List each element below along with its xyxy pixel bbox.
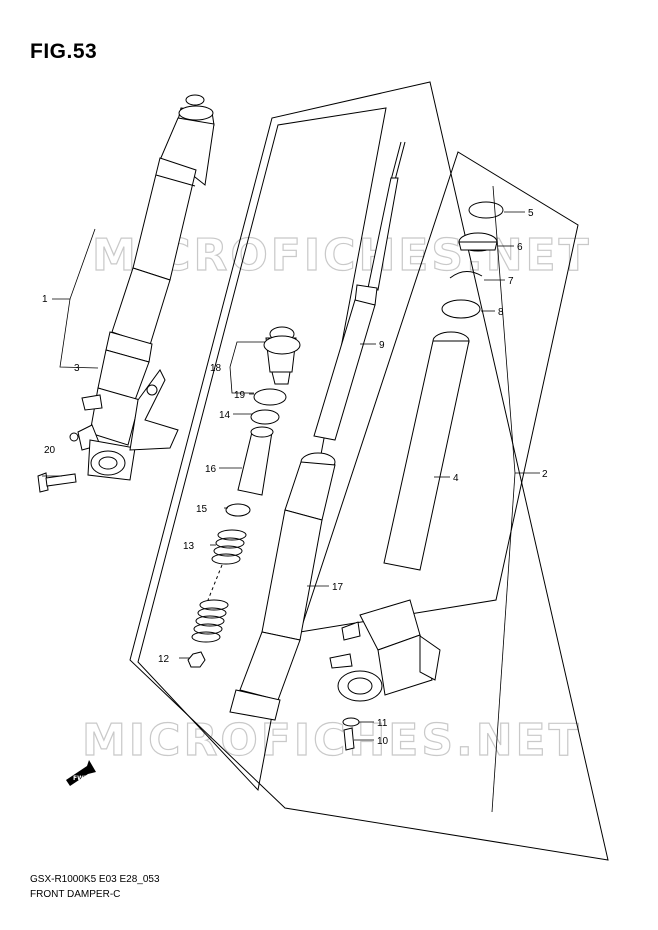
watermark-bottom: MICROFICHES.NET xyxy=(82,715,582,766)
callout-18: 18 xyxy=(210,363,222,374)
callout-labels: 1 2 3 4 5 6 7 8 9 10 11 12 13 14 15 16 1… xyxy=(42,208,548,747)
callout-7: 7 xyxy=(508,276,514,287)
rod-and-outer-tube xyxy=(229,141,406,721)
left-internal-parts xyxy=(187,326,301,668)
callout-1: 1 xyxy=(42,294,48,305)
assembly-frames xyxy=(129,81,609,861)
callout-13: 13 xyxy=(183,541,195,552)
left-fork-assembly xyxy=(37,94,215,493)
callout-2: 2 xyxy=(542,469,548,480)
callout-9: 9 xyxy=(379,340,385,351)
figure-title: FIG.53 xyxy=(30,40,98,63)
callout-11: 11 xyxy=(377,718,388,729)
callout-5: 5 xyxy=(528,208,534,219)
svg-text:FWD: FWD xyxy=(73,775,89,782)
right-fork-parts xyxy=(329,201,504,751)
fwd-arrow-icon: FWD xyxy=(66,760,96,786)
callout-10: 10 xyxy=(377,736,389,747)
callout-19: 19 xyxy=(234,390,246,401)
callout-12: 12 xyxy=(158,654,170,665)
spring-13 xyxy=(191,529,247,643)
callout-15: 15 xyxy=(196,504,208,515)
callout-4: 4 xyxy=(453,473,459,484)
callout-16: 16 xyxy=(205,464,217,475)
callout-17: 17 xyxy=(332,582,344,593)
callout-8: 8 xyxy=(498,307,504,318)
inner-frame-left xyxy=(137,107,387,792)
figure-name: FRONT DAMPER-C xyxy=(30,889,121,900)
callout-14: 14 xyxy=(219,410,231,421)
leader-lines xyxy=(42,185,540,813)
callout-20: 20 xyxy=(44,445,56,456)
callout-6: 6 xyxy=(517,242,523,253)
inner-frame-right xyxy=(299,151,579,633)
callout-3: 3 xyxy=(74,363,80,374)
model-code: GSX-R1000K5 E03 E28_053 xyxy=(30,874,160,885)
